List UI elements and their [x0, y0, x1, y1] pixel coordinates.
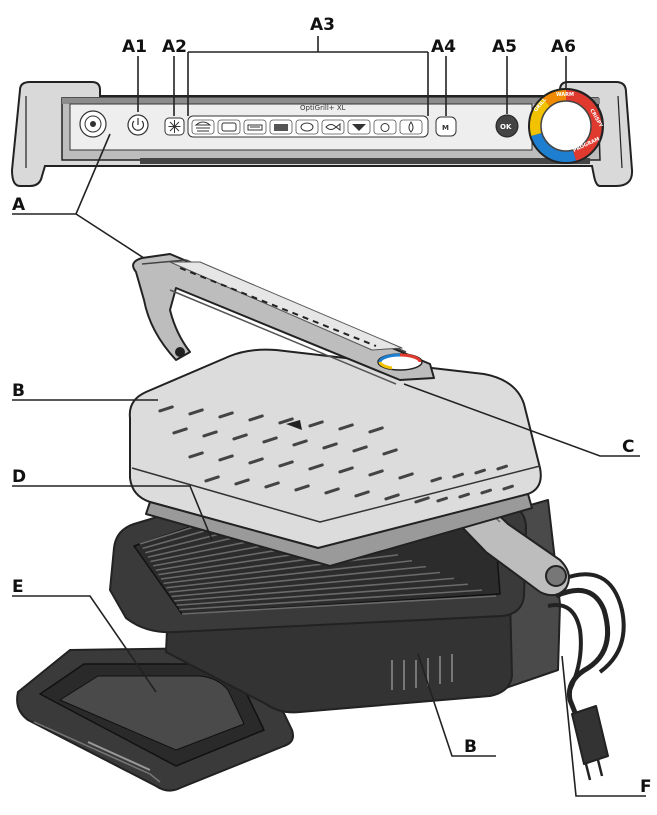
sausage-icon[interactable]: [321, 119, 345, 135]
vent-slot: [292, 439, 308, 447]
grill-appliance: [16, 253, 626, 792]
power-plug: [571, 705, 609, 781]
vent-slot: [188, 451, 204, 459]
label-b-bottom: B: [464, 737, 477, 757]
label-e: E: [12, 577, 24, 597]
grill-ridge: [166, 559, 413, 589]
vent-slot: [294, 484, 310, 492]
vent-slot: [264, 481, 280, 489]
vent-slot: [202, 430, 218, 438]
power-button[interactable]: [127, 114, 149, 136]
label-a2: A2: [162, 37, 187, 57]
vent-slot: [474, 468, 486, 475]
bacon-icon[interactable]: [347, 119, 371, 135]
dial-word-2: WARM: [556, 92, 574, 98]
grill-ridge: [163, 554, 399, 585]
vent-slot: [452, 472, 464, 479]
label-a4: A4: [431, 37, 456, 57]
vent-slot: [232, 433, 248, 441]
vent-slot: [384, 493, 400, 501]
lid-handle: [132, 253, 435, 385]
vent-slot: [338, 466, 354, 474]
poultry-icon[interactable]: [269, 119, 293, 135]
vent-slot: [502, 484, 514, 491]
grill-ridge: [181, 595, 497, 615]
label-a1: A1: [122, 37, 147, 57]
manual-mode-label: M: [442, 124, 449, 132]
vent-slot: [480, 488, 492, 495]
lid-logo-mark: [286, 420, 302, 430]
label-a: A: [12, 195, 26, 215]
vent-slot: [414, 496, 430, 504]
vent-slot: [158, 405, 174, 413]
vent-slot: [352, 445, 368, 453]
drip-tray: [16, 647, 294, 792]
vent-slot: [248, 414, 264, 422]
callout-lines-body: [12, 383, 646, 797]
vent-slot: [262, 436, 278, 444]
vent-slot: [188, 408, 204, 416]
steak-icon[interactable]: [243, 119, 267, 135]
label-b-top: B: [12, 381, 25, 401]
grill-ridge: [171, 571, 441, 598]
vent-slot: [278, 417, 294, 425]
vent-slot: [234, 478, 250, 486]
callout-lines-top: [12, 36, 567, 263]
label-a6: A6: [551, 37, 576, 57]
vegetable-icon[interactable]: [399, 119, 423, 135]
manual-mode-button[interactable]: M: [435, 116, 457, 137]
selection-dial[interactable]: GRILL WARM CRISPY PROGRAM: [528, 88, 604, 164]
vent-slot: [308, 463, 324, 471]
grill-ridge: [174, 577, 455, 602]
vent-slot: [496, 464, 508, 471]
label-f: F: [640, 777, 652, 797]
vent-slot: [458, 492, 470, 499]
grill-ridge: [179, 589, 483, 611]
frozen-button[interactable]: [164, 117, 185, 136]
ok-button-label: OK: [500, 123, 512, 131]
label-d: D: [12, 467, 26, 487]
burger-icon[interactable]: [191, 119, 215, 135]
upper-plate-housing: [128, 348, 542, 567]
vent-slot: [218, 411, 234, 419]
vent-slot: [368, 469, 384, 477]
sandwich-icon[interactable]: [217, 119, 241, 135]
vent-slot: [430, 476, 442, 483]
brand-text: OptiGrill+ XL: [300, 104, 346, 112]
fish-icon[interactable]: [295, 119, 319, 135]
logo-emblem: [79, 110, 107, 138]
ok-button[interactable]: OK: [495, 114, 519, 138]
vent-slot: [324, 487, 340, 495]
vent-slot: [308, 420, 324, 428]
vent-slot: [172, 427, 188, 435]
vent-slot: [278, 460, 294, 468]
vent-slot: [204, 475, 220, 483]
seafood-icon[interactable]: [373, 119, 397, 135]
vent-slot: [368, 426, 384, 434]
label-a3: A3: [310, 15, 335, 35]
vent-slot: [436, 496, 448, 503]
part-labels: A3 A1 A2 A4 A5 A6 A B C D E B F: [12, 15, 652, 797]
control-panel: OptiGrill+ XL M OK GRILL WARM CRISPY PRO…: [10, 81, 634, 187]
vent-slot: [382, 448, 398, 456]
snowflake-icon: [168, 120, 181, 133]
program-buttons: [187, 115, 429, 138]
vent-slot: [322, 442, 338, 450]
vent-slot: [398, 472, 414, 480]
grill-ridge: [176, 583, 469, 607]
vent-slot: [248, 457, 264, 465]
vent-slot: [218, 454, 234, 462]
grill-ridge: [168, 565, 427, 593]
label-a5: A5: [492, 37, 517, 57]
vent-slot: [338, 423, 354, 431]
vent-slot: [354, 490, 370, 498]
label-c: C: [622, 437, 634, 457]
power-cord: [547, 572, 626, 721]
